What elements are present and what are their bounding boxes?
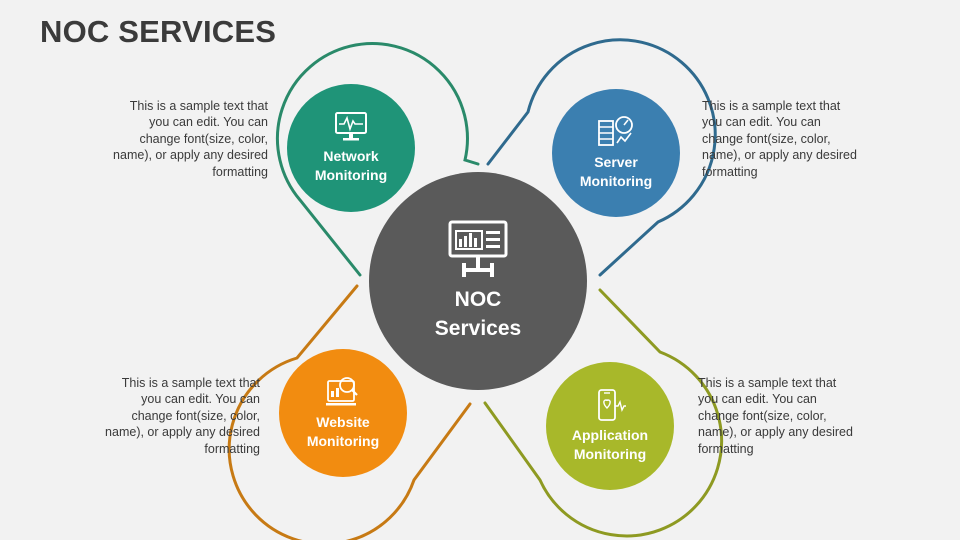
server-monitoring-label: Server Monitoring [579, 154, 653, 189]
server-connector-line [486, 38, 717, 277]
server-monitoring-circle: Server Monitoring [552, 89, 680, 217]
server-gauge-icon [598, 116, 633, 146]
website-monitoring-circle: Website Monitoring [279, 349, 407, 477]
server-description: This is a sample text that you can edit.… [702, 99, 857, 179]
network-monitoring-circle: Network Monitoring [287, 84, 415, 212]
application-monitoring-label: Application Monitoring [571, 427, 649, 462]
website-description: This is a sample text that you can edit.… [105, 376, 260, 456]
network-monitoring-label: Network Monitoring [314, 148, 388, 183]
phone-heartbeat-icon [598, 389, 626, 421]
application-monitoring-circle: Application Monitoring [546, 362, 674, 490]
application-connector-line [483, 288, 724, 538]
application-description: This is a sample text that you can edit.… [698, 376, 853, 456]
dashboard-monitor-icon [448, 220, 508, 277]
center-circle: NOC Services [369, 172, 587, 390]
page-title: NOC SERVICES [40, 14, 277, 49]
network-connector-line [275, 42, 480, 277]
website-connector-line [227, 284, 472, 540]
monitor-heartbeat-icon [335, 112, 367, 141]
center-label: NOC Services [434, 288, 522, 340]
website-monitoring-label: Website Monitoring [306, 414, 380, 449]
network-description: This is a sample text that you can edit.… [113, 99, 268, 179]
website-magnifier-icon [326, 377, 358, 406]
